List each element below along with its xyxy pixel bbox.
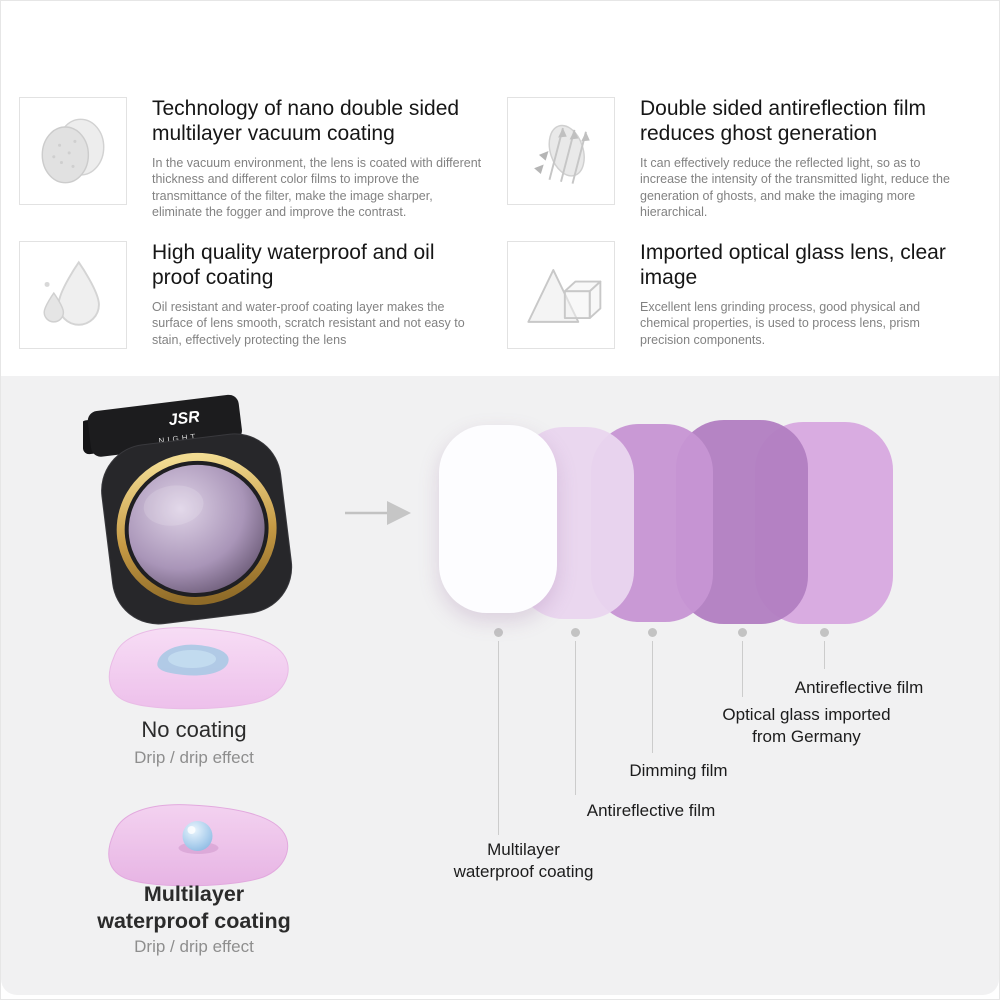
waterproof-coating-subtitle: Drip / drip effect (134, 937, 254, 956)
prism-cube-icon (507, 241, 615, 349)
callout-dot (648, 628, 657, 637)
filter-body (101, 433, 293, 625)
water-drops-icon-graphic (43, 260, 100, 326)
waterproof-coating-surface-illustration (108, 804, 289, 887)
feature-optical-glass: Imported optical glass lens, clear image… (507, 241, 985, 349)
feature-title: Imported optical glass lens, clear image (640, 241, 946, 289)
callout-dot (571, 628, 580, 637)
layer-multilayer-waterproof-coating (439, 425, 557, 613)
antireflection-lens-arrows-icon-graphic (534, 124, 590, 184)
antireflection-lens-arrows-icon (507, 97, 615, 205)
feature-nano-coating: Technology of nano double sided multilay… (19, 97, 497, 220)
callout-dot (738, 628, 747, 637)
brand-logo-text: JSR (168, 408, 201, 429)
callout-line (652, 641, 653, 753)
label-optical-glass: Optical glass imported from Germany (722, 705, 891, 747)
feature-body: Oil resistant and water-proof coating la… (152, 300, 465, 347)
feature-text-block: Technology of nano double sided multilay… (152, 97, 482, 220)
label-dimming-film: Dimming film (629, 761, 728, 780)
callout-dot (820, 628, 829, 637)
waterproof-coating-title: Multilayer waterproof coating (97, 882, 291, 933)
callout-dot (494, 628, 503, 637)
lens-filter-product-image: JSR NIGHT (83, 394, 293, 625)
nano-coating-disc-icon (19, 97, 127, 205)
callout-line (824, 641, 825, 669)
prism-cube-icon-graphic (527, 269, 602, 323)
feature-title: Double sided antireflection film reduces… (640, 97, 926, 145)
nano-coating-disc-icon-graphic (41, 118, 105, 184)
feature-antireflection: Double sided antireflection film reduces… (507, 97, 985, 220)
no-coating-title: No coating (141, 717, 247, 742)
arrow-right-icon (345, 501, 411, 525)
label-antireflective-film-rear: Antireflective film (794, 678, 924, 697)
label-antireflective-film-front: Antireflective film (586, 801, 716, 820)
feature-title: Technology of nano double sided multilay… (152, 97, 460, 145)
callout-line (575, 641, 576, 795)
water-drops-icon (19, 241, 127, 349)
callout-line (498, 641, 499, 835)
feature-body: Excellent lens grinding process, good ph… (640, 300, 921, 347)
feature-title: High quality waterproof and oil proof co… (152, 241, 435, 289)
no-coating-surface-illustration (108, 627, 289, 710)
label-multilayer-waterproof-coating: Multilayer waterproof coating (453, 840, 594, 882)
feature-body: In the vacuum environment, the lens is c… (152, 156, 482, 219)
feature-text-block: Imported optical glass lens, clear image… (640, 241, 970, 349)
feature-text-block: High quality waterproof and oil proof co… (152, 241, 482, 349)
feature-body: It can effectively reduce the reflected … (640, 156, 950, 219)
no-coating-subtitle: Drip / drip effect (134, 748, 254, 767)
callout-line (742, 641, 743, 697)
feature-text-block: Double sided antireflection film reduces… (640, 97, 970, 220)
feature-waterproof: High quality waterproof and oil proof co… (19, 241, 497, 349)
